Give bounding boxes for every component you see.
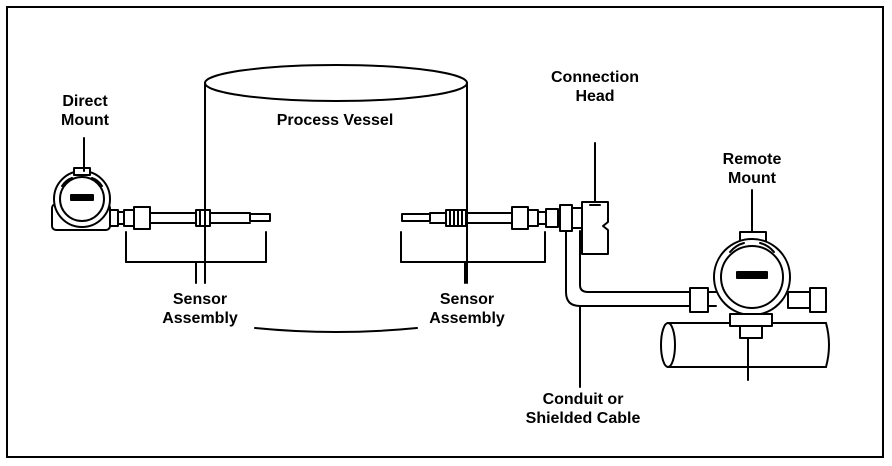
sensor-assembly-bracket-left [125, 231, 267, 284]
diagram-frame [6, 6, 884, 458]
connection-head-icon [559, 142, 609, 255]
sensor-assembly-bracket-right [400, 231, 546, 284]
sensor-assembly-label-left: Sensor Assembly [162, 291, 238, 327]
direct-mount-label: Direct Mount [61, 93, 109, 129]
conduit-icon [565, 230, 691, 388]
sensor-assembly-label-right: Sensor Assembly [429, 291, 505, 327]
sensor-probe-icon [149, 209, 271, 227]
transmitter-icon [51, 167, 151, 231]
remote-mount-label: Remote Mount [722, 151, 782, 187]
conduit-label: Conduit or Shielded Cable [525, 391, 641, 427]
sensor-probe-icon [401, 206, 559, 230]
process-vessel-label: Process Vessel [276, 112, 394, 129]
connection-head-label: Connection Head [551, 69, 639, 105]
transmitter-icon [689, 231, 827, 381]
vessel-icon [204, 64, 468, 333]
